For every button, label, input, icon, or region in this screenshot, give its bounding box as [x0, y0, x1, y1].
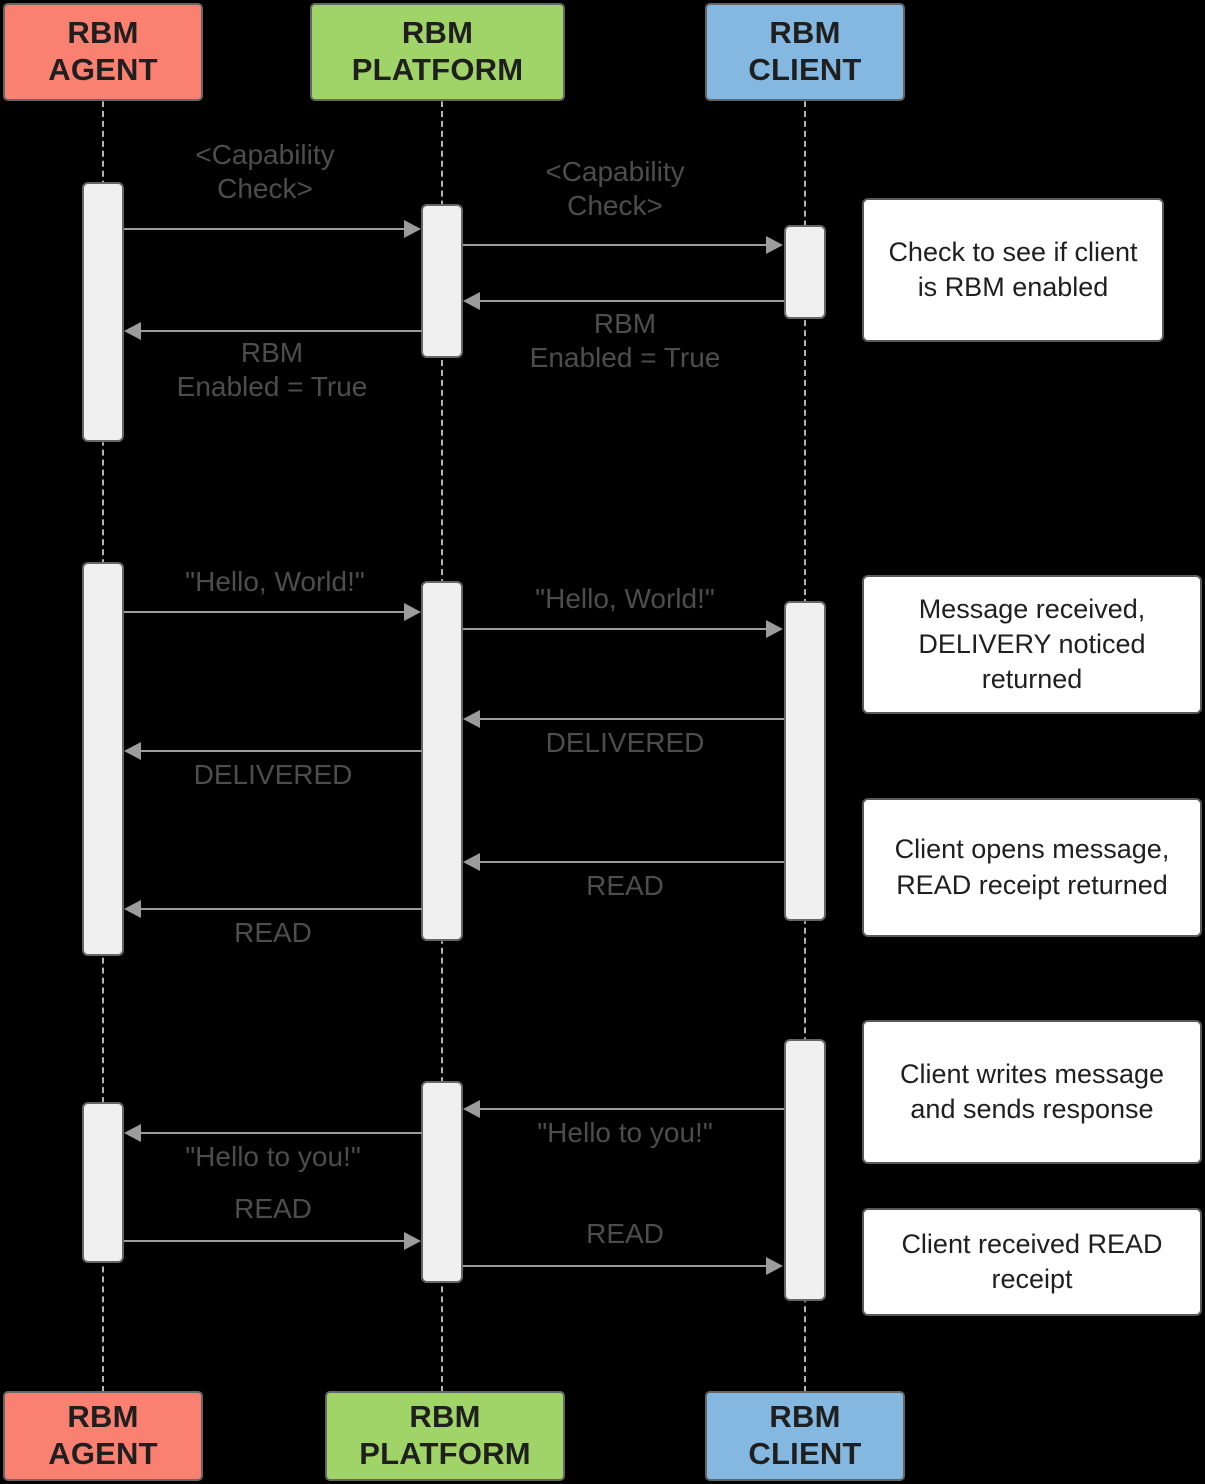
arrow-head-m14 — [766, 1257, 783, 1275]
actor-header-platform-line1: RBM — [401, 15, 474, 51]
arrow-line-m2 — [463, 244, 767, 246]
arrow-head-m9 — [463, 853, 480, 871]
arrow-head-m10 — [124, 900, 141, 918]
note-check-rbm-enabled: Check to see if client is RBM enabled — [862, 198, 1164, 342]
actor-footer-platform-line1: RBM — [409, 1399, 481, 1435]
arrow-line-m5 — [124, 611, 405, 613]
arrow-line-m7 — [480, 718, 784, 720]
message-label-m11: "Hello to you!" — [537, 1117, 713, 1148]
message-label-m10: READ — [234, 917, 312, 948]
actor-header-client[interactable]: RBM CLIENT — [705, 3, 905, 101]
message-label-m13: READ — [234, 1193, 312, 1224]
message-label-m7: DELIVERED — [545, 727, 705, 758]
activation-agent-3 — [82, 1102, 124, 1263]
arrow-line-m8 — [141, 750, 422, 752]
arrow-line-m4 — [141, 330, 422, 332]
message-label-m1: <Capability Check> — [195, 139, 335, 205]
actor-header-platform-line2: PLATFORM — [351, 52, 524, 87]
message-label-m6: "Hello, World!" — [535, 583, 715, 614]
actor-footer-agent-line2: AGENT — [48, 1436, 158, 1471]
actor-header-platform[interactable]: RBM PLATFORM — [310, 3, 565, 101]
arrow-head-m11 — [463, 1100, 480, 1118]
arrow-head-m2 — [766, 236, 783, 254]
activation-agent-2 — [82, 562, 124, 956]
activation-client-2 — [784, 601, 826, 921]
arrow-head-m4 — [124, 322, 141, 340]
arrow-line-m3 — [480, 300, 784, 302]
note-client-opens-message: Client opens message, READ receipt retur… — [862, 798, 1202, 937]
actor-footer-client-line1: RBM — [769, 1399, 841, 1435]
message-label-m5: "Hello, World!" — [185, 566, 365, 597]
message-label-m12: "Hello to you!" — [185, 1141, 361, 1172]
arrow-line-m13 — [124, 1240, 405, 1242]
note-client-received-read: Client received READ receipt — [862, 1208, 1202, 1316]
actor-footer-platform-line2: PLATFORM — [359, 1436, 531, 1471]
note-client-opens-message-text: Client opens message, READ receipt retur… — [894, 834, 1170, 900]
activation-platform-2 — [421, 581, 463, 941]
arrow-head-m3 — [463, 292, 480, 310]
arrow-line-m9 — [480, 861, 784, 863]
actor-header-agent[interactable]: RBM AGENT — [3, 3, 203, 101]
arrow-head-m5 — [404, 603, 421, 621]
arrow-line-m1 — [124, 228, 405, 230]
actor-header-client-line2: CLIENT — [748, 52, 862, 87]
arrow-line-m11 — [480, 1108, 784, 1110]
actor-footer-agent[interactable]: RBM AGENT — [3, 1391, 203, 1481]
note-message-received: Message received, DELIVERY noticed retur… — [862, 575, 1202, 714]
note-client-writes-message: Client writes message and sends response — [862, 1020, 1202, 1164]
message-label-m3: RBM Enabled = True — [529, 308, 721, 374]
arrow-line-m12 — [141, 1132, 422, 1134]
message-label-m4: RBM Enabled = True — [176, 337, 368, 403]
message-label-m14: READ — [586, 1218, 664, 1249]
actor-footer-client-line2: CLIENT — [748, 1436, 862, 1471]
actor-footer-agent-line1: RBM — [67, 1399, 139, 1435]
arrow-head-m13 — [404, 1232, 421, 1250]
arrow-line-m6 — [463, 628, 767, 630]
arrow-head-m7 — [463, 710, 480, 728]
message-label-m8: DELIVERED — [193, 759, 353, 790]
actor-header-agent-line2: AGENT — [48, 52, 158, 87]
note-check-rbm-enabled-text: Check to see if client is RBM enabled — [888, 236, 1138, 302]
arrow-line-m10 — [141, 908, 422, 910]
arrow-head-m12 — [124, 1124, 141, 1142]
note-client-writes-message-text: Client writes message and sends response — [899, 1058, 1165, 1124]
arrow-line-m14 — [463, 1265, 767, 1267]
message-label-m2: <Capability Check> — [545, 156, 685, 222]
activation-platform-3 — [421, 1081, 463, 1283]
activation-client-1 — [784, 225, 826, 319]
arrow-head-m8 — [124, 742, 141, 760]
activation-client-3 — [784, 1039, 826, 1301]
actor-footer-platform[interactable]: RBM PLATFORM — [325, 1391, 565, 1481]
note-client-received-read-text: Client received READ receipt — [901, 1228, 1163, 1294]
actor-header-client-line1: RBM — [769, 15, 841, 51]
actor-footer-client[interactable]: RBM CLIENT — [705, 1391, 905, 1481]
arrow-head-m6 — [766, 620, 783, 638]
activation-platform-1 — [421, 204, 463, 358]
actor-header-agent-line1: RBM — [67, 15, 139, 51]
note-message-received-text: Message received, DELIVERY noticed retur… — [918, 593, 1146, 695]
arrow-head-m1 — [404, 220, 421, 238]
message-label-m9: READ — [586, 870, 664, 901]
activation-agent-1 — [82, 182, 124, 442]
